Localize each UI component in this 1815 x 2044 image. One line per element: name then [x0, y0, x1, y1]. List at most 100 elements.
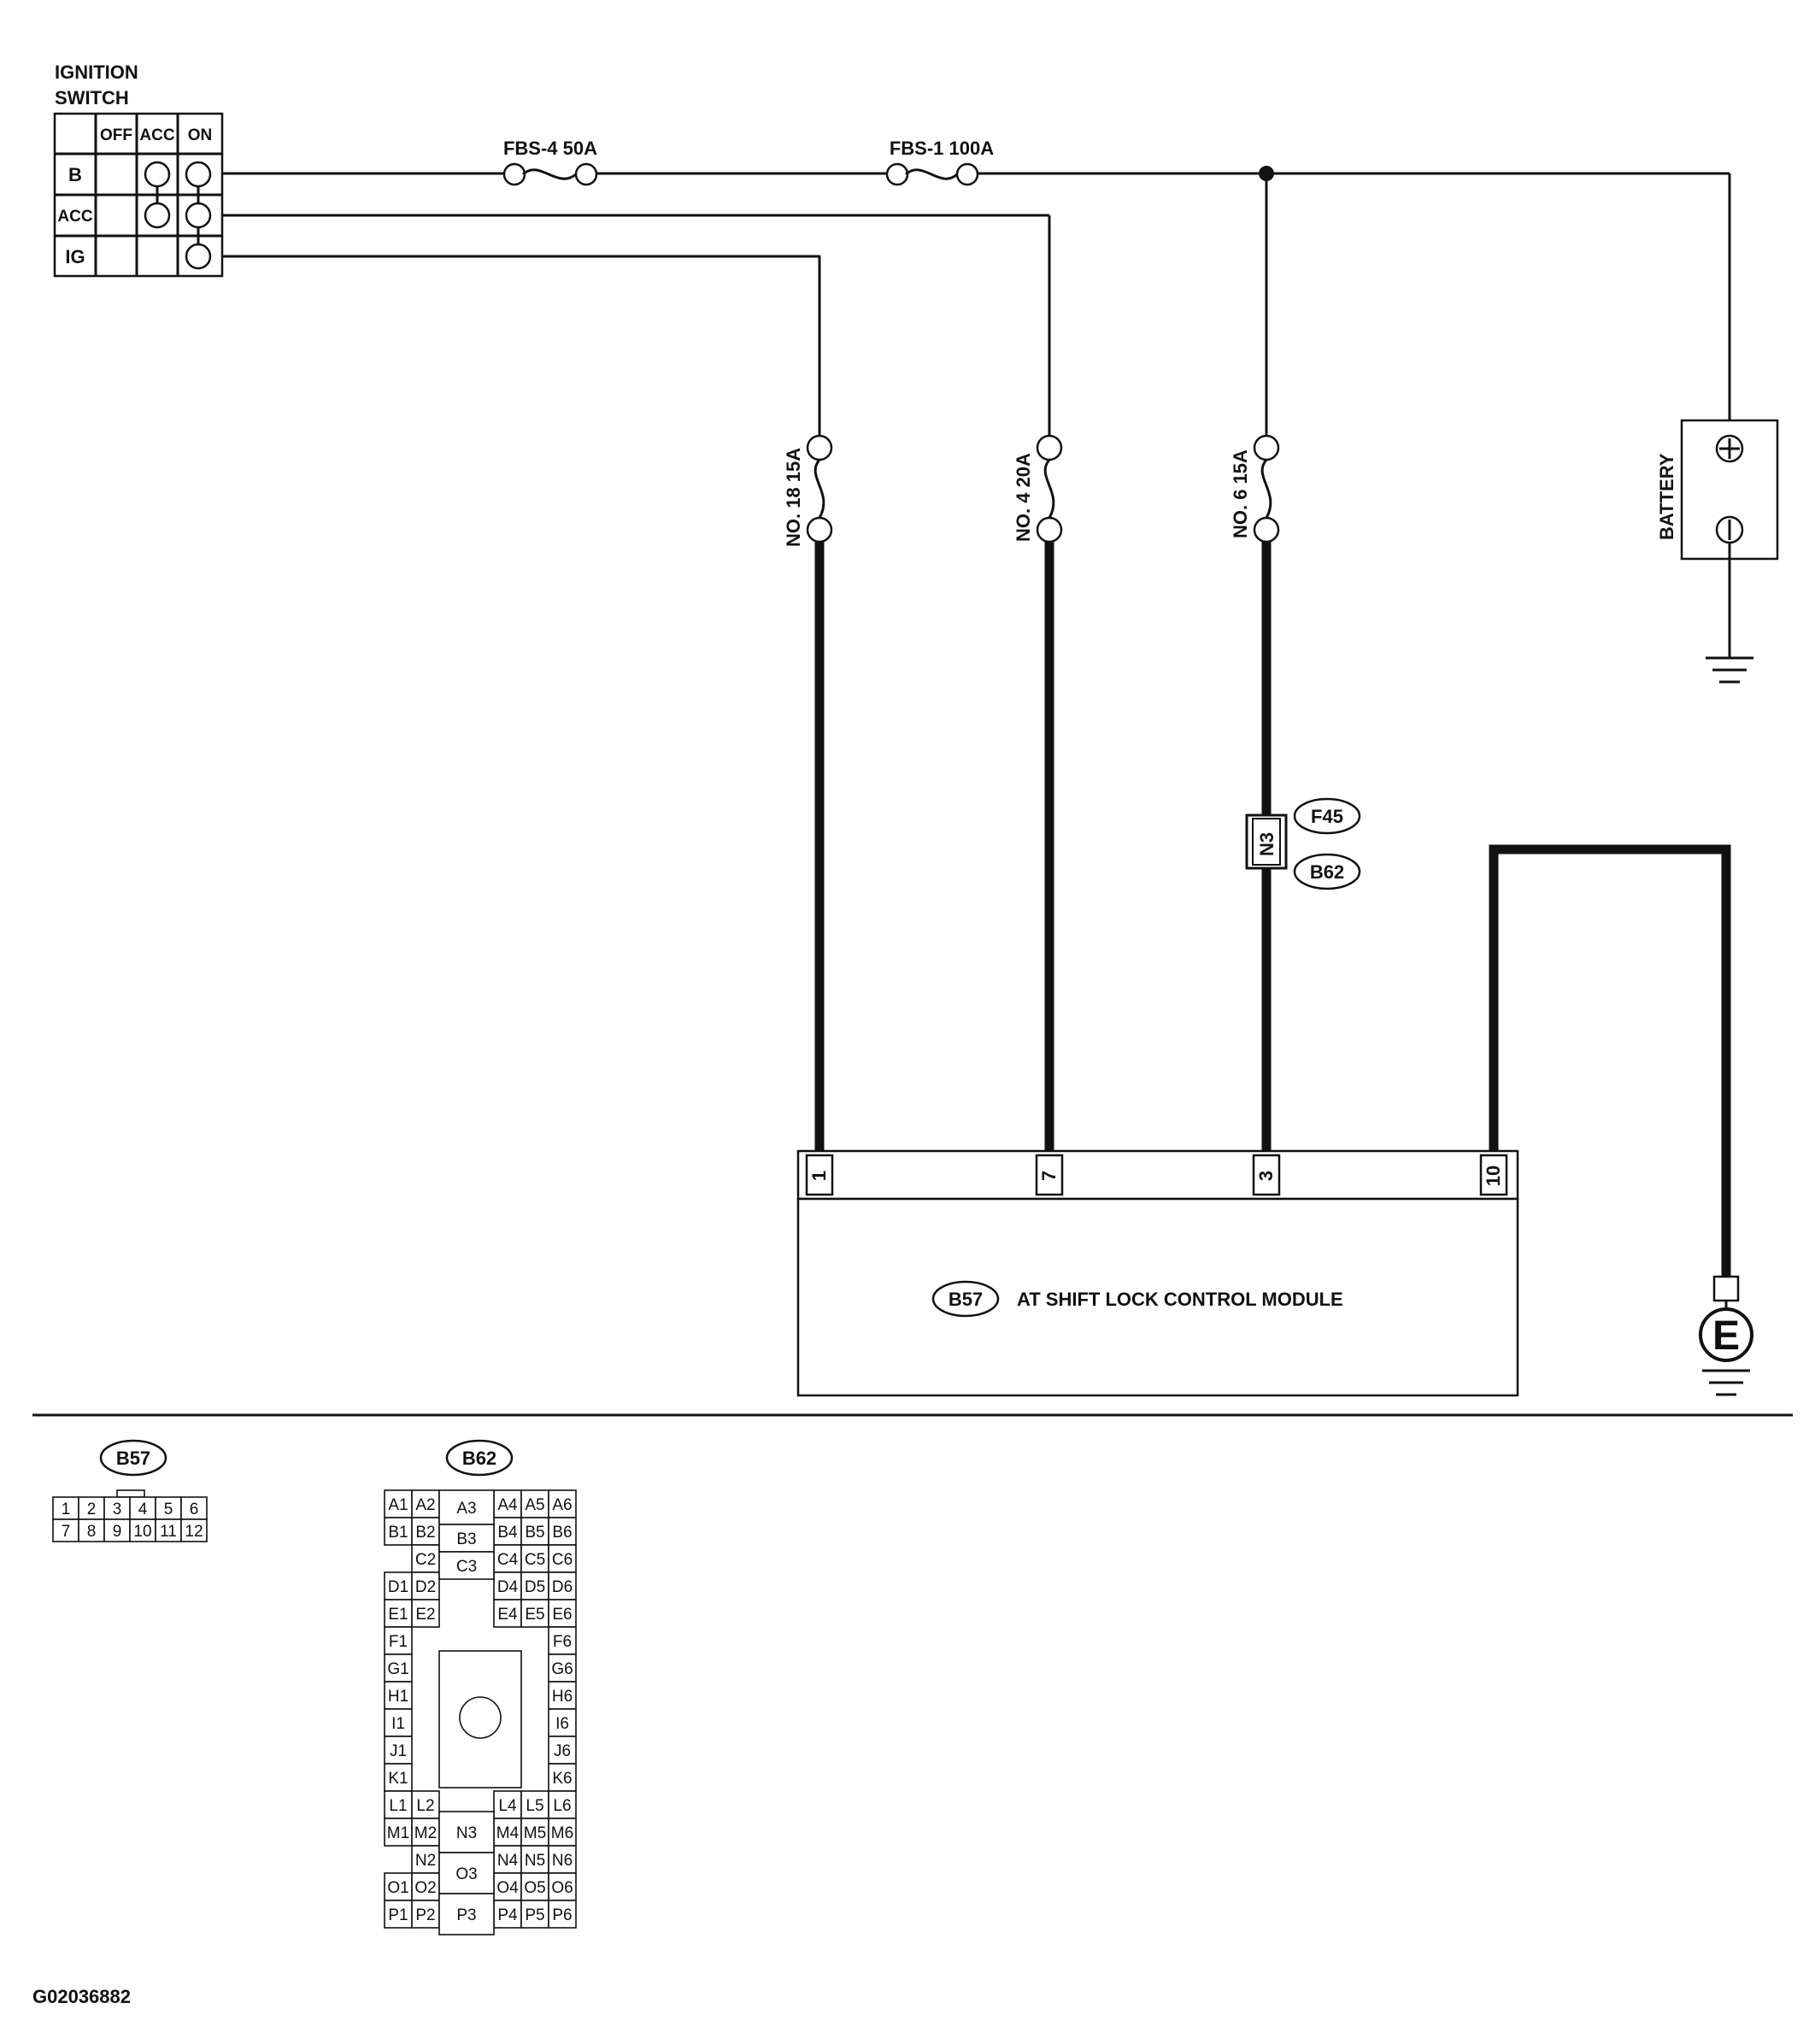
- b62-pin-label: L5: [526, 1797, 543, 1815]
- b62-pin-cell: [548, 1845, 577, 1874]
- b62-pin-label: O3: [455, 1865, 477, 1883]
- b62-pin-cell: [520, 1900, 549, 1929]
- b62-pin-label: M6: [551, 1824, 573, 1842]
- b62-pin-cell: [438, 1852, 495, 1894]
- b62-pin-label: B3: [456, 1530, 476, 1548]
- b62-pin-label: D1: [388, 1578, 408, 1596]
- b62-pin-cell: [411, 1818, 440, 1847]
- b62-pin-label: D4: [497, 1578, 519, 1596]
- badge-f45: [1293, 797, 1361, 835]
- b62-pin-label: I6: [555, 1715, 569, 1733]
- b62-pin-cell: [493, 1900, 522, 1929]
- pin-3-box: [1252, 1154, 1281, 1196]
- fuse-no6: NO. 6 15A N3 F45 B62: [1230, 173, 1361, 1151]
- pin-10-label: 10: [1483, 1166, 1504, 1186]
- fuse-end: [955, 162, 979, 186]
- b62-pin-label: M2: [414, 1824, 437, 1842]
- b62-pin-label: A3: [456, 1500, 476, 1518]
- b62-pin-cell: [548, 1626, 577, 1655]
- b62-pin-label: A5: [525, 1496, 544, 1514]
- b57-pin-label: 1: [62, 1501, 71, 1518]
- b57-pin-label: 7: [62, 1523, 71, 1541]
- b62-pin-label: I1: [391, 1715, 405, 1733]
- b62-pin-cell: [493, 1845, 522, 1874]
- b62-pin-label: N2: [415, 1852, 436, 1870]
- fuse-end: [806, 516, 833, 543]
- b62-pin-cell: [384, 1708, 413, 1737]
- b62-pin-cell: [411, 1517, 440, 1546]
- no4-fuse-link: [1043, 459, 1055, 519]
- b62-pin-label: P3: [456, 1906, 476, 1924]
- b62-pin-cell: [411, 1489, 440, 1518]
- b62-pin-label: B5: [525, 1524, 544, 1542]
- b62-pin-cell: [548, 1653, 577, 1683]
- b62-pin-label: B2: [415, 1524, 435, 1542]
- fuse-end: [1036, 434, 1063, 461]
- b57-pin-label: 2: [87, 1501, 97, 1518]
- b62-pin-label: F6: [553, 1633, 572, 1651]
- b62-pin-label: P6: [552, 1906, 572, 1924]
- no18-label: NO. 18 15A: [783, 448, 804, 547]
- b62-pin-cell: [520, 1517, 549, 1546]
- b62-pin-label: E4: [497, 1606, 518, 1624]
- b62-pin-cell: [384, 1489, 413, 1518]
- module-badge: [931, 1280, 1000, 1318]
- contact-circle: [185, 202, 212, 229]
- b62-pin-cell: [384, 1736, 413, 1765]
- b62-pin-cell: [411, 1790, 440, 1819]
- b62-pin-cell: [384, 1872, 413, 1901]
- module-badge-text: B57: [949, 1289, 983, 1310]
- ignition-switch-title-2: SWITCH: [55, 87, 129, 109]
- b62-pin-cell: [548, 1599, 577, 1628]
- battery-label: BATTERY: [1656, 453, 1677, 540]
- b62-pin-label: L2: [416, 1797, 434, 1815]
- fbs4-fuse-link: [521, 168, 577, 180]
- b57-pin-label: 10: [133, 1523, 151, 1541]
- b62-center-bolt-icon: [459, 1696, 502, 1739]
- row-ig: IG: [65, 246, 85, 267]
- ignition-switch-title-1: IGNITION: [55, 62, 138, 83]
- b57-pin-label: 6: [190, 1501, 199, 1518]
- b62-pin-label: O4: [496, 1879, 519, 1897]
- b62-pin-label: F1: [389, 1633, 408, 1651]
- b62-pin-cell: [520, 1544, 549, 1573]
- b62-pin-cell: [438, 1893, 495, 1935]
- fuse-end: [574, 162, 598, 186]
- module-connector-strip: [796, 1149, 1519, 1201]
- b62-pin-label: K6: [552, 1770, 572, 1788]
- b62-pin-label: K1: [388, 1770, 408, 1788]
- contact-circle: [185, 161, 212, 188]
- module-name: AT SHIFT LOCK CONTROL MODULE: [1017, 1289, 1343, 1310]
- b62-pin-label: O6: [551, 1879, 573, 1897]
- b57-pin-label: 3: [113, 1501, 122, 1518]
- row-b: B: [68, 164, 82, 185]
- contact-circle: [144, 202, 171, 229]
- b62-pin-label: N5: [525, 1852, 545, 1870]
- fuse-no4: NO. 4 20A: [1013, 215, 1063, 1151]
- b57-pin-label: 9: [113, 1523, 122, 1541]
- badge-f45-text: F45: [1311, 806, 1343, 827]
- no18-fuse-link: [814, 459, 825, 519]
- b62-pin-cell: [548, 1571, 577, 1601]
- pin-7-box: [1035, 1154, 1064, 1196]
- n3-pin-label: N3: [1256, 832, 1278, 856]
- b62-pin-label: O5: [524, 1879, 545, 1897]
- fuse-end: [885, 162, 909, 186]
- b57-pin-cell: [52, 1518, 79, 1542]
- fuse-end: [806, 434, 833, 461]
- b62-pin-label: J1: [390, 1742, 407, 1760]
- b62-pin-label: C3: [456, 1558, 477, 1576]
- fuse-end: [502, 162, 526, 186]
- b62-face-badge: [445, 1439, 514, 1477]
- b57-pin-cell: [78, 1518, 105, 1542]
- b62-pin-label: N4: [497, 1852, 519, 1870]
- b62-pin-label: B6: [552, 1524, 572, 1542]
- contact-circle: [144, 161, 171, 188]
- b57-pin-cell: [129, 1496, 156, 1520]
- ground-e: E: [1489, 844, 1753, 1396]
- b62-pin-label: O1: [387, 1879, 408, 1897]
- b62-pin-label: D5: [525, 1578, 545, 1596]
- b62-pin-cell: [548, 1708, 577, 1737]
